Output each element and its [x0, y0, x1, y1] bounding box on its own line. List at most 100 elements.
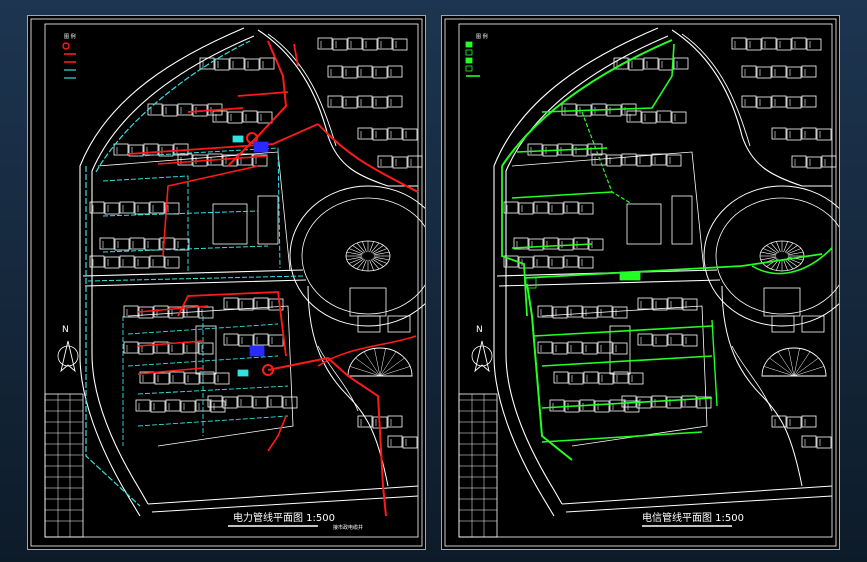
building	[138, 342, 154, 355]
amphitheater-line	[788, 348, 795, 377]
building	[801, 415, 817, 428]
building	[628, 372, 644, 385]
north-arrow-shape	[474, 340, 490, 373]
building-row	[89, 201, 180, 215]
building	[652, 334, 668, 347]
building	[636, 154, 652, 167]
telecom-junction-box	[619, 271, 641, 281]
amphitheater-line	[777, 351, 795, 377]
building	[199, 57, 215, 70]
building-row	[135, 399, 226, 413]
building-row	[327, 65, 403, 79]
plaza-radial-line	[776, 259, 781, 271]
plaza-radial-line	[760, 256, 777, 261]
amphitheater-line	[379, 348, 386, 377]
power-cable	[187, 91, 289, 113]
building	[806, 38, 822, 51]
south-road	[561, 485, 833, 505]
building	[387, 315, 411, 333]
building	[134, 256, 150, 269]
telecom-trunk-south	[526, 283, 573, 461]
plaza-radial-line	[762, 248, 777, 255]
amphitheater	[347, 347, 413, 377]
building	[537, 305, 553, 318]
building	[180, 400, 196, 413]
building	[567, 305, 583, 318]
building	[548, 202, 564, 215]
plaza-radial-line	[784, 259, 794, 270]
building	[387, 415, 403, 428]
telecom-cable	[711, 319, 718, 407]
building	[129, 237, 145, 250]
building	[612, 342, 628, 355]
building	[776, 38, 792, 51]
building-row	[212, 110, 273, 124]
building	[666, 396, 682, 409]
telecom-cable	[516, 43, 675, 153]
amphitheater-line	[379, 357, 405, 377]
building	[387, 435, 403, 448]
amphitheater-line	[349, 366, 381, 377]
south-road	[147, 485, 419, 505]
plaza-radial-line	[373, 256, 390, 261]
power-cable	[137, 305, 209, 375]
building	[572, 144, 588, 157]
building	[597, 305, 613, 318]
building	[198, 342, 214, 355]
building	[372, 66, 388, 79]
building	[597, 341, 613, 354]
building	[561, 103, 577, 116]
building-row	[99, 237, 190, 251]
plaza-radial-line	[786, 258, 798, 267]
building	[162, 104, 178, 117]
building	[212, 203, 248, 245]
building	[746, 38, 762, 51]
building-row	[357, 127, 418, 141]
building	[387, 65, 403, 78]
plaza-radial-line	[787, 251, 804, 256]
building	[238, 298, 254, 311]
building-row	[791, 155, 837, 169]
building	[582, 342, 598, 355]
east-curve-road-inner	[317, 345, 359, 412]
building	[207, 395, 223, 408]
building-row	[317, 37, 408, 51]
building	[144, 238, 160, 251]
building	[552, 342, 568, 355]
building	[143, 143, 159, 156]
building	[567, 341, 583, 354]
building	[147, 103, 163, 116]
water-pipe-main	[85, 166, 141, 507]
building	[128, 144, 144, 157]
building	[229, 57, 245, 70]
plaza-radial-line	[346, 256, 363, 261]
power-cable	[162, 165, 259, 257]
water-pipe-north	[95, 40, 251, 173]
building	[626, 110, 642, 123]
building-row	[613, 57, 689, 71]
plaza-radial-line	[346, 251, 363, 256]
building	[682, 298, 698, 311]
north-label: N	[62, 325, 69, 335]
building	[613, 57, 629, 70]
building	[578, 202, 594, 215]
building	[528, 238, 544, 251]
building	[621, 153, 637, 166]
building	[671, 111, 687, 124]
building	[238, 334, 254, 347]
building-row	[801, 435, 832, 449]
building	[253, 297, 269, 310]
building	[242, 110, 258, 123]
building-row	[503, 201, 594, 215]
building-row	[741, 65, 817, 79]
building	[671, 195, 693, 245]
building	[771, 127, 787, 140]
building	[527, 143, 543, 156]
site-east-road	[671, 29, 832, 187]
building	[153, 305, 169, 318]
inner-road	[511, 151, 705, 272]
telecom-junction-box	[525, 277, 537, 289]
building	[756, 96, 772, 109]
amphitheater-line	[363, 351, 381, 377]
building	[791, 155, 807, 168]
